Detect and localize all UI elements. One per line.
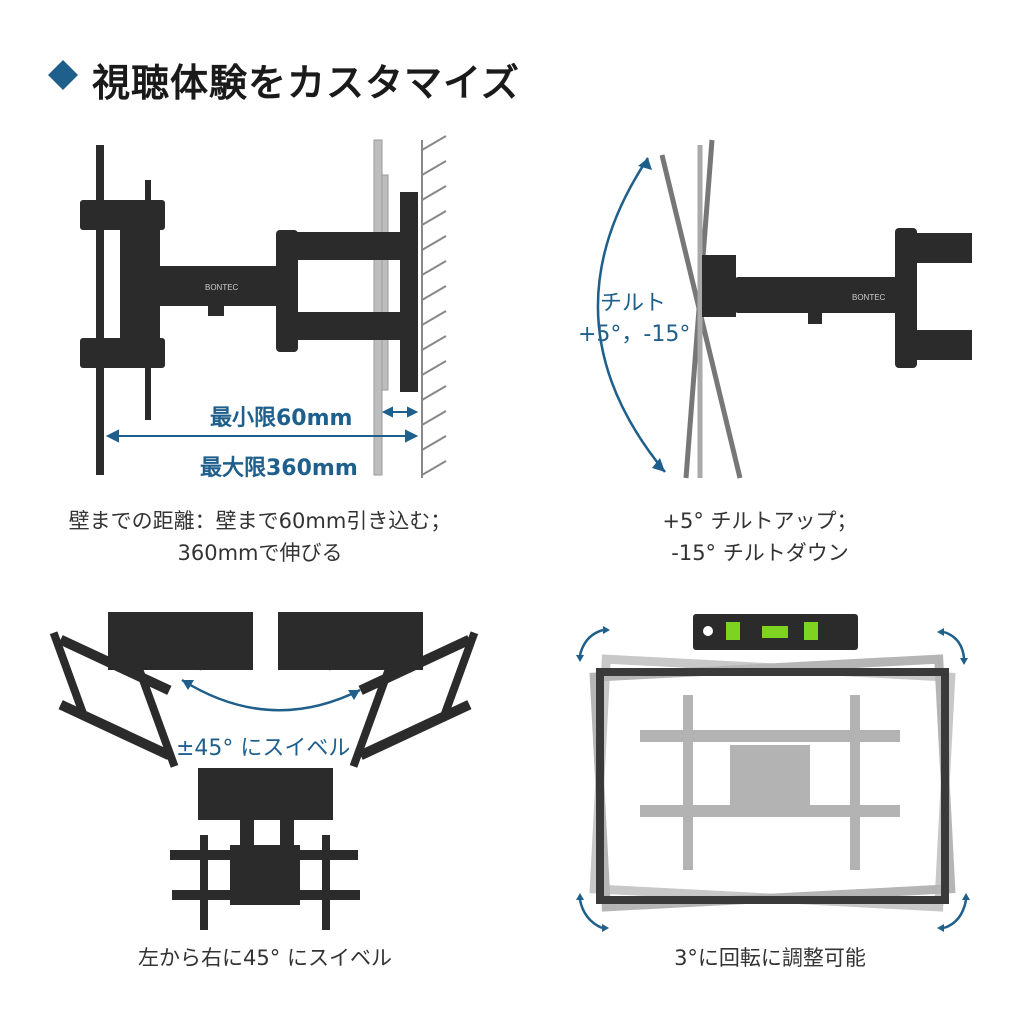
swivel-caption: 左から右に45° にスイベル [138, 946, 392, 970]
tilt-caption-line2: -15° チルトダウン [671, 541, 849, 565]
max-distance-arrow [105, 429, 419, 443]
swivel-arc-label: ±45° にスイベル [176, 736, 351, 761]
distance-caption-line2: 360mmで伸びる [177, 541, 343, 565]
diamond-bullet-icon [48, 60, 78, 90]
extended-arm [144, 230, 408, 352]
tilt-arc-label-line2: +5°，-15° [578, 322, 691, 347]
tilt-arc [596, 157, 666, 473]
swivel-center [170, 768, 360, 930]
rotation-caption: 3°に回転に調整可能 [674, 946, 866, 970]
faded-bracket [640, 695, 900, 870]
rotated-frames [589, 654, 956, 912]
retracted-mount [373, 139, 389, 476]
page-title: 視聴体験をカスタマイズ [92, 61, 520, 105]
min-distance-arrow [381, 406, 419, 418]
tv-bracket [80, 145, 165, 475]
brand-mark-2: BONTEC [852, 293, 886, 302]
brand-mark: BONTEC [205, 283, 239, 292]
wall-hatch [421, 135, 447, 478]
max-distance-label: 最大限360mm [200, 456, 358, 481]
swivel-right [278, 612, 479, 768]
level-tool-icon [693, 614, 858, 650]
swivel-left [49, 612, 253, 768]
tilt-head [702, 255, 736, 317]
min-distance-label: 最小限60mm [210, 406, 353, 431]
rotate-arrow-icons [578, 628, 968, 930]
tilt-tv-frames [659, 139, 743, 479]
tilt-arm [735, 228, 972, 368]
distance-caption-line1: 壁までの距離：壁まで60mm引き込む； [68, 509, 452, 533]
tilt-arc-label-line1: チルト [600, 291, 667, 316]
swivel-arc [181, 678, 361, 712]
tilt-caption-line1: +5° チルトアップ； [662, 509, 858, 533]
